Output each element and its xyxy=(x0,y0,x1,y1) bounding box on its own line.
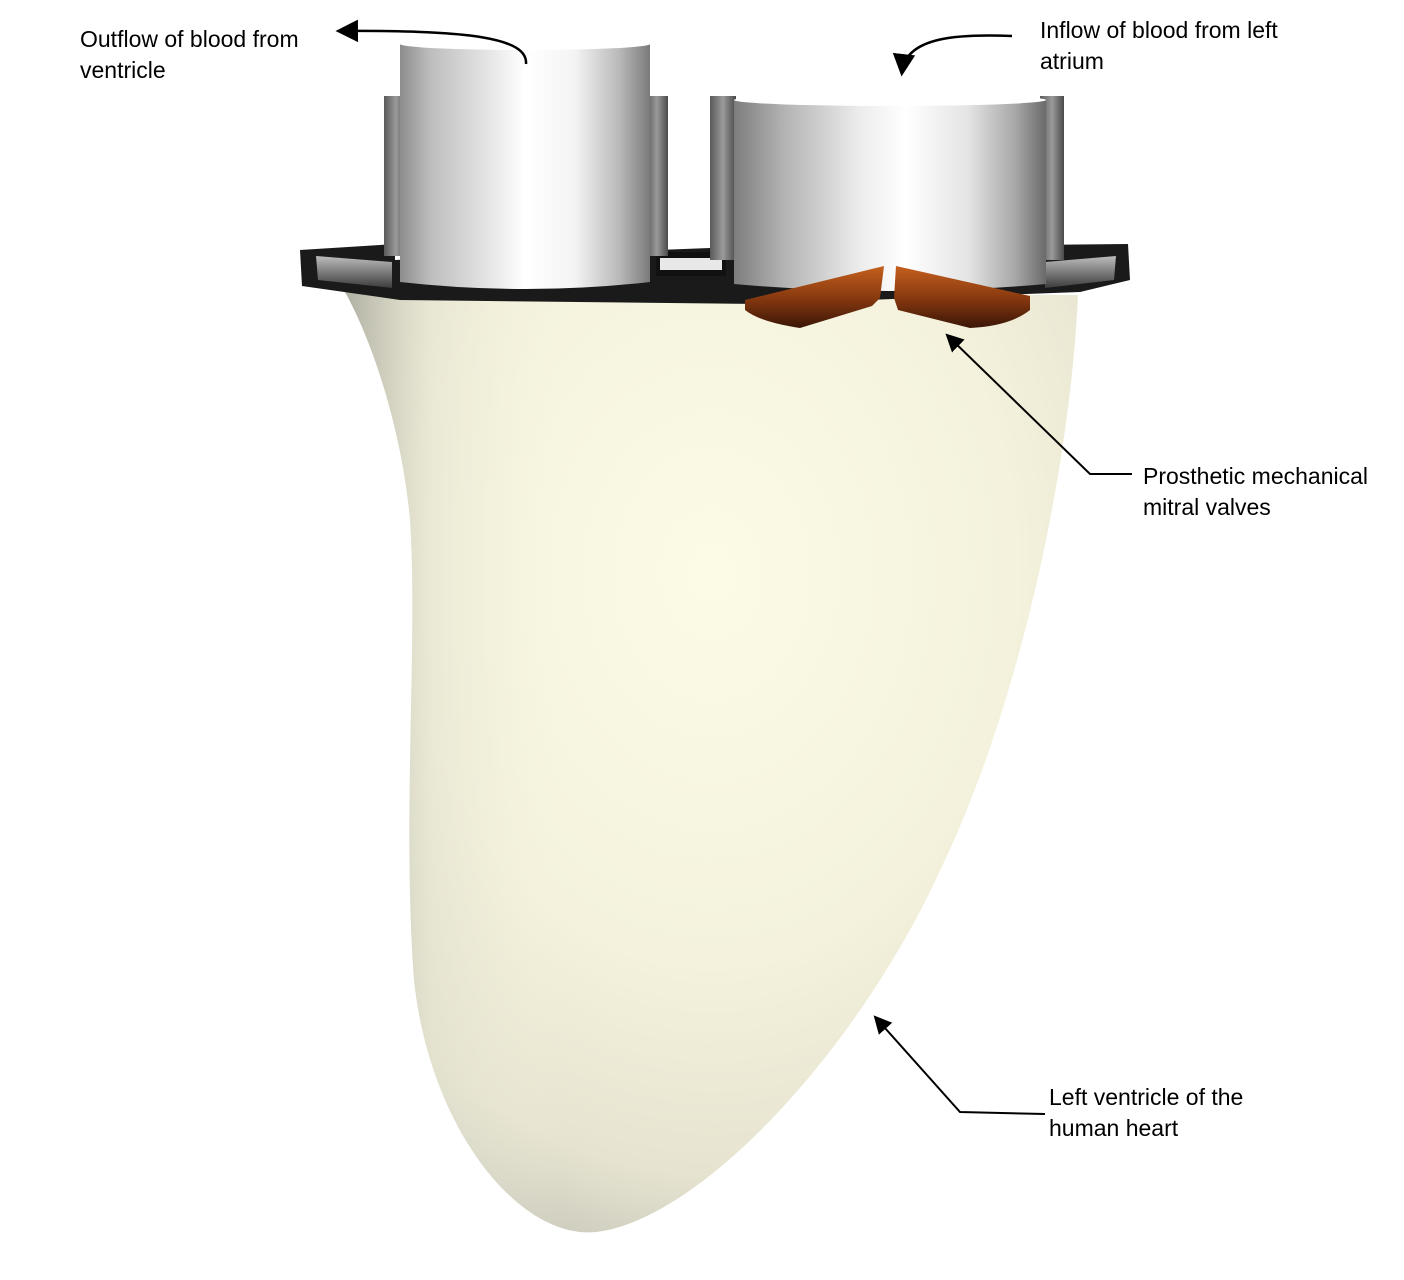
left-ventricle xyxy=(345,292,1078,1233)
valve-leaflet-left xyxy=(745,266,884,328)
valves-label: Prosthetic mechanical mitral valves xyxy=(1143,461,1368,523)
mitral-valve-leaflets xyxy=(745,266,1030,328)
outflow-label: Outflow of blood from ventricle xyxy=(80,24,299,86)
inflow-label-line2: atrium xyxy=(1040,48,1104,74)
outflow-tube xyxy=(384,38,668,289)
outflow-label-line2: ventricle xyxy=(80,57,166,83)
outflow-label-line1: Outflow of blood from xyxy=(80,26,299,52)
inflow-arrow xyxy=(892,34,1013,77)
inflow-label: Inflow of blood from left atrium xyxy=(1040,15,1278,77)
valves-pointer-arrow xyxy=(945,333,1132,475)
inflow-tube xyxy=(710,94,1064,291)
ventricle-label-line2: human heart xyxy=(1049,1115,1179,1141)
inflow-label-line1: Inflow of blood from left xyxy=(1040,17,1278,43)
valves-label-line1: Prosthetic mechanical xyxy=(1143,463,1368,489)
ventricle-label: Left ventricle of the human heart xyxy=(1049,1082,1243,1144)
annotation-arrows xyxy=(335,19,1132,1115)
valve-leaflet-right xyxy=(894,266,1030,328)
ventricle-label-line1: Left ventricle of the xyxy=(1049,1084,1244,1110)
outflow-arrow xyxy=(335,19,528,65)
valves-label-line2: mitral valves xyxy=(1143,494,1271,520)
ventricle-pointer-arrow xyxy=(873,1015,1046,1115)
